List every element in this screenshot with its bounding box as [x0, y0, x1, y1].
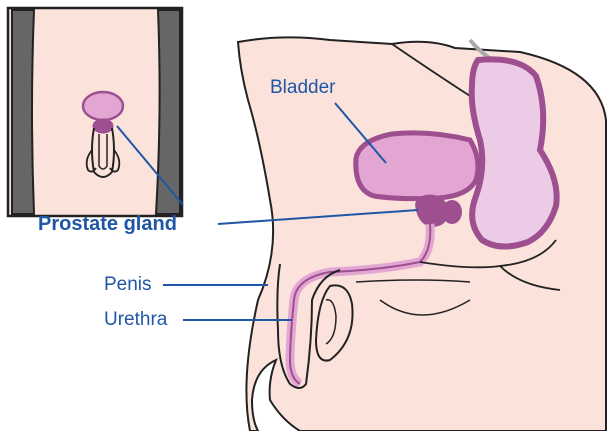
left-thigh: [12, 10, 34, 214]
penis-label: Penis: [104, 275, 152, 294]
inset-bladder: [83, 92, 123, 120]
inset-prostate: [93, 119, 113, 133]
bladder: [356, 133, 478, 199]
prostate-gland-label: Prostate gland: [38, 214, 177, 234]
front-view-inset: [8, 8, 182, 216]
bladder-label: Bladder: [270, 78, 336, 97]
right-thigh: [156, 10, 180, 214]
urethra-label: Urethra: [104, 310, 167, 329]
